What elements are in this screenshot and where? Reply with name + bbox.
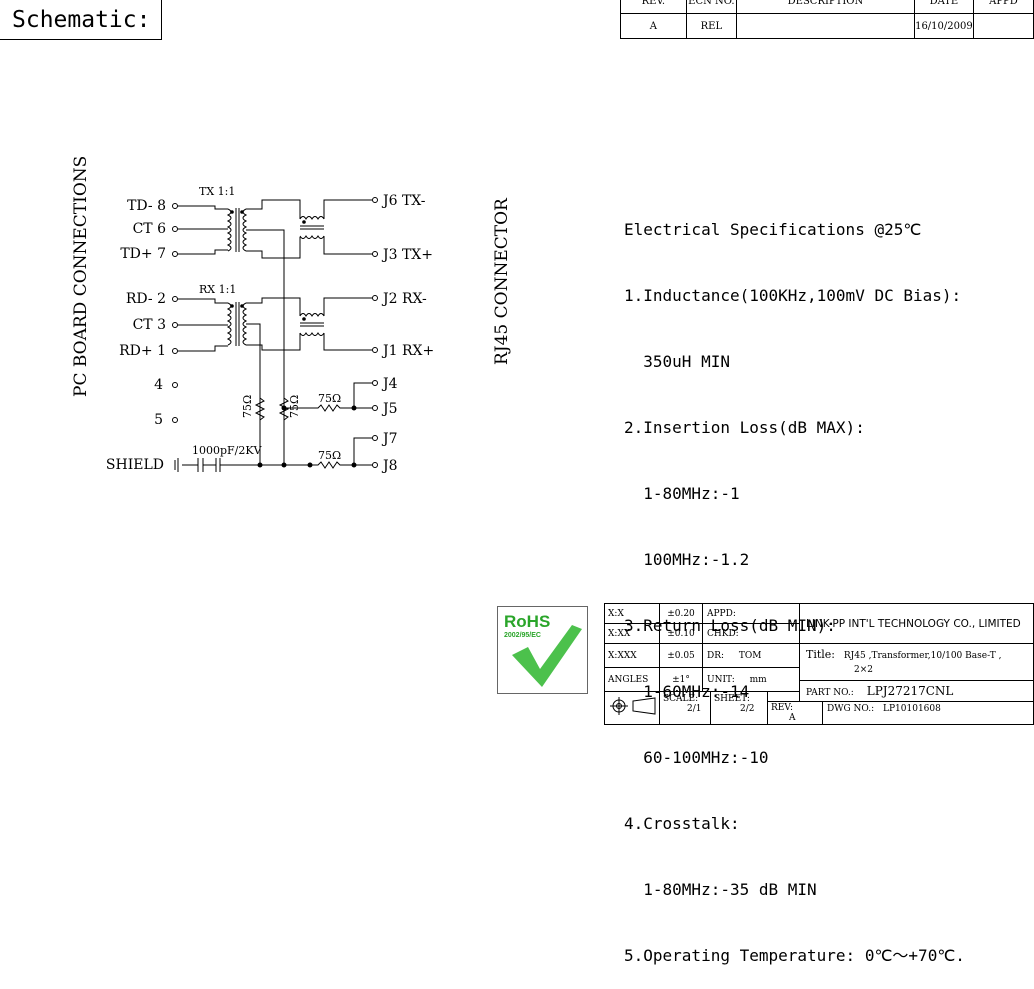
schematic-label: Schematic: (0, 0, 162, 40)
tol-label-4: ANGLES (604, 667, 660, 692)
title-value-2: 2×2 (854, 665, 873, 675)
description-header: DESCRIPTION (735, 0, 915, 14)
pin-td-minus: TD- 8 (127, 198, 166, 214)
title-label: Title: (806, 648, 836, 661)
dwg-no-field: DWG NO.: LP10101608 (822, 701, 1034, 725)
pin-4: 4 (154, 377, 163, 393)
sheet-label: SHEET: (714, 694, 750, 704)
svg-text:2002/95/EC: 2002/95/EC (504, 632, 541, 639)
rev-header: REV. (620, 0, 687, 14)
drawn-by-field: DR: TOM (702, 643, 800, 668)
tol-label-3: X:XXX (604, 643, 660, 668)
sheet-field: SHEET: 2/2 (710, 691, 768, 725)
appd-header: APPD (972, 0, 1034, 14)
ecn-cell: REL (685, 13, 737, 39)
pin-j1: J1 RX+ (381, 343, 434, 359)
shield-label: SHIELD (106, 457, 164, 473)
tol-value-1: ±0.20 (659, 603, 703, 624)
tol-label-1: X:X (604, 603, 660, 624)
rev-field: REV: A (767, 701, 823, 725)
revision-table: REV. ECN NO. DESCRIPTION DATE APPD A REL… (620, 0, 1034, 39)
circuit-diagram: PC BOARD CONNECTIONS RJ45 CONNECTOR TD- … (71, 156, 512, 474)
part-no-field: PART NO.: LPJ27217CNL (799, 680, 1034, 702)
title-value: RJ45 ,Transformer,10/100 Base-T , (843, 651, 1002, 661)
spec-line: Electrical Specifications @25℃ (624, 220, 922, 239)
unit-value: mm (749, 675, 767, 685)
dr-label: DR: (707, 651, 725, 661)
spec-line: 100MHz:-1.2 (624, 550, 750, 569)
revision-header-row: REV. ECN NO. DESCRIPTION DATE APPD (620, 0, 1034, 14)
unit-field: UNIT: mm (702, 667, 800, 692)
spec-line: 1-80MHz:-1 (624, 484, 740, 503)
description-cell (735, 13, 915, 39)
spec-line: 1-80MHz:-35 dB MIN (624, 880, 817, 899)
sheet-value: 2/2 (740, 704, 755, 714)
resistor-label-1: 75Ω (241, 395, 254, 418)
scale-field: SCALE: 2/1 (659, 691, 711, 725)
spec-line: 5.Operating Temperature: 0℃～+70℃. (624, 946, 965, 965)
spec-line: 60-100MHz:-10 (624, 748, 769, 767)
dwg-value: LP10101608 (883, 704, 941, 714)
dwg-label: DWG NO.: (827, 704, 875, 714)
unit-label: UNIT: (707, 675, 735, 685)
pin-j4: J4 (381, 376, 398, 392)
rohs-check-icon: RoHS 2002/95/EC (504, 612, 582, 687)
pin-td-plus: TD+ 7 (120, 246, 166, 262)
svg-text:RoHS: RoHS (504, 612, 550, 631)
rj45-connector-label: RJ45 CONNECTOR (492, 197, 512, 365)
capacitor-label: 1000pF/2KV (192, 444, 263, 457)
resistor-label-4: 75Ω (318, 449, 341, 462)
rev-cell: A (620, 13, 687, 39)
rohs-logo: RoHS 2002/95/EC (497, 606, 588, 694)
company-name: LINK-PP INT'L TECHNOLOGY CO., LIMITED (799, 603, 1034, 644)
rx-ratio-label: RX 1:1 (199, 283, 236, 296)
resistor-label-2: 75Ω (288, 395, 301, 418)
ecn-header: ECN NO. (685, 0, 737, 14)
pin-j7: J7 (381, 431, 398, 447)
tol-label-2: X:XX (604, 623, 660, 644)
pin-ct-6: CT 6 (133, 221, 167, 237)
tol-value-3: ±0.05 (659, 643, 703, 668)
pin-j8: J8 (381, 458, 398, 474)
pin-j6: J6 TX- (381, 193, 426, 209)
scale-value: 2/1 (687, 704, 702, 714)
scale-label: SCALE: (663, 694, 699, 704)
pc-board-label: PC BOARD CONNECTIONS (71, 156, 91, 397)
pin-j2: J2 RX- (381, 291, 427, 307)
resistor-label-3: 75Ω (318, 392, 341, 405)
pin-ct-3: CT 3 (133, 317, 166, 333)
date-cell: 16/10/2009 (913, 13, 974, 39)
spec-line: 350uH MIN (624, 352, 730, 371)
rev-value: A (789, 713, 796, 723)
appd-cell (972, 13, 1034, 39)
dr-value: TOM (738, 651, 762, 661)
electrical-specifications: Electrical Specifications @25℃ 1.Inducta… (624, 175, 965, 989)
spec-line: 4.Crosstalk: (624, 814, 740, 833)
title-block: X:X ±0.20 X:XX ±0.10 X:XXX ±0.05 ANGLES … (604, 603, 1034, 725)
tx-ratio-label: TX 1:1 (199, 185, 235, 198)
date-header: DATE (913, 0, 974, 14)
pin-j5: J5 (381, 401, 398, 417)
spec-line: 2.Insertion Loss(dB MAX): (624, 418, 865, 437)
chkd-field: CHKD: (702, 623, 800, 644)
part-no-label: PART NO.: (806, 688, 854, 698)
pin-5: 5 (154, 412, 163, 428)
rev-label: REV: (771, 703, 793, 713)
part-no-value: LPJ27217CNL (866, 684, 954, 698)
pin-j3: J3 TX+ (381, 247, 433, 263)
pin-rd-minus: RD- 2 (126, 291, 166, 307)
appd-field: APPD: (702, 603, 800, 624)
tol-value-2: ±0.10 (659, 623, 703, 644)
pin-rd-plus: RD+ 1 (119, 343, 166, 359)
revision-row: A REL 16/10/2009 (620, 13, 1034, 39)
projection-symbol (604, 691, 660, 725)
spec-line: 1.Inductance(100KHz,100mV DC Bias): (624, 286, 962, 305)
tol-value-4: ±1° (659, 667, 703, 692)
title-field: Title: RJ45 ,Transformer,10/100 Base-T ,… (799, 643, 1034, 681)
projection-icon (610, 697, 656, 715)
